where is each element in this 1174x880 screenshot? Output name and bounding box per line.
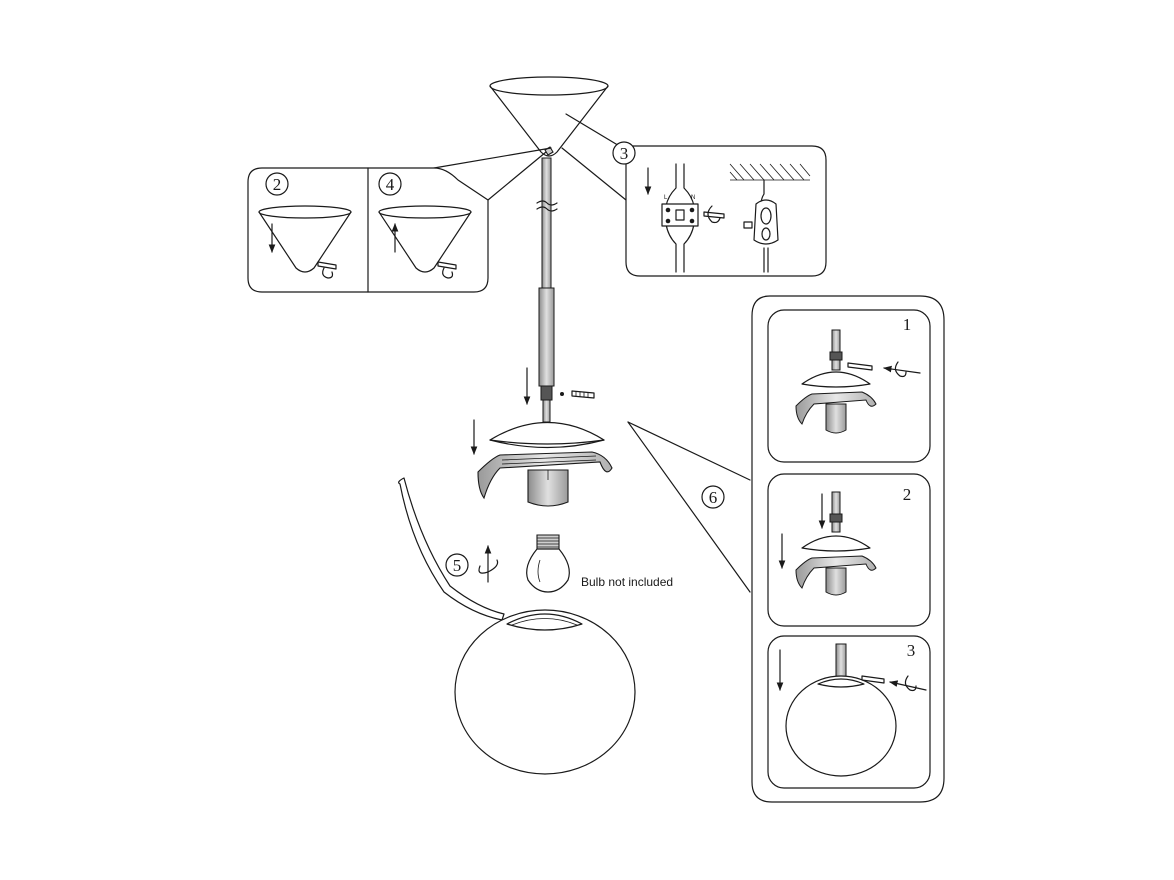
step-6-number: 6: [709, 488, 718, 507]
suspension-rod: [536, 157, 558, 423]
rotate-icon: [894, 361, 907, 378]
panel-steps-2-4: 2 4: [247, 147, 552, 293]
main-assembly: Bulb not included 5: [398, 76, 673, 775]
lamp-socket: [527, 469, 569, 507]
rotate-icon: [478, 559, 499, 574]
shade-bracket: [477, 451, 613, 500]
wire-terminal: L N: [644, 163, 725, 273]
step-6-sub-2: 2: [767, 473, 931, 627]
sub-step-1-number: 1: [903, 315, 912, 334]
step-2-number: 2: [273, 175, 282, 194]
arrow-left-icon: [883, 365, 921, 374]
wire-live-label: L: [664, 195, 668, 201]
sub-step-3-number: 3: [907, 641, 916, 660]
step-4-number: 4: [386, 175, 395, 194]
panel-step-3: 3 L N: [561, 113, 827, 277]
arrow-left-icon: [889, 680, 927, 691]
bulb-note-text: Bulb not included: [581, 575, 673, 589]
rotate-icon: [322, 267, 334, 279]
insertion-guide-arrow: [398, 477, 505, 621]
step-4-canopy: [378, 205, 472, 279]
ceiling-canopy: [489, 76, 609, 157]
step-3-number: 3: [620, 144, 629, 163]
light-bulb: [526, 534, 570, 593]
step-5-callout: 5: [445, 545, 499, 583]
rotate-icon: [707, 205, 721, 224]
ceiling-hook: [728, 162, 811, 273]
step-6-sub-1: 1: [767, 309, 931, 463]
step-6-sub-3: 3: [767, 635, 931, 789]
rotate-icon: [904, 675, 917, 692]
sub-step-2-number: 2: [903, 485, 912, 504]
glass-globe: [454, 609, 636, 775]
panel-step-6: 6 1 2 3: [627, 295, 945, 803]
step-2-canopy: [258, 205, 352, 279]
set-screw: [560, 390, 595, 399]
wire-neutral-label: N: [691, 195, 695, 201]
rotate-icon: [442, 267, 454, 279]
step-5-number: 5: [453, 556, 462, 575]
